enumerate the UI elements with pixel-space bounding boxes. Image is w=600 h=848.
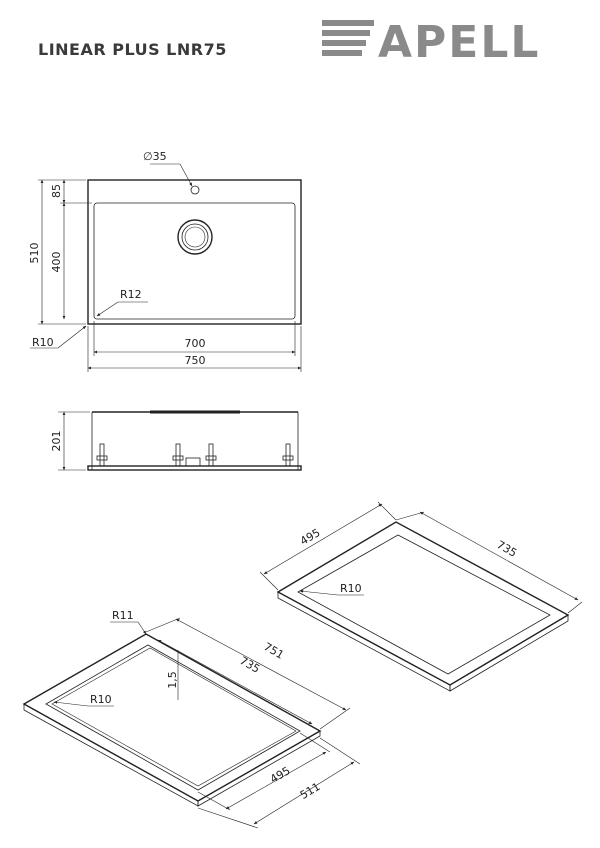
frame-right-isometric: 495 735 R10: [259, 501, 583, 692]
dim-overall-height: 510: [28, 243, 41, 264]
side-view: 201: [50, 410, 302, 471]
bowl-outline: [93, 202, 296, 320]
dim-depth: 201: [50, 431, 63, 452]
dim-outer-radius: R10: [32, 336, 54, 349]
page-title: LINEAR PLUS LNR75: [38, 40, 227, 59]
dim-frame-left-thickness: 1,5: [166, 671, 179, 689]
tap-hole: [190, 185, 200, 195]
top-view: ∅35 510 85 400 R12 R10 700 750: [28, 150, 302, 372]
dim-frame-right-width: 495: [298, 526, 323, 548]
frame-left-isometric: R11 751 735 1,5 R10 495 511: [22, 609, 361, 829]
dim-frame-right-radius: R10: [340, 582, 362, 595]
mounting-clips: [96, 443, 294, 467]
sink-outer-outline: [87, 179, 302, 325]
brand-logo: APELL: [322, 17, 540, 62]
dim-frame-left-outer-width: 511: [298, 780, 323, 802]
side-view-rim: [87, 465, 302, 471]
dim-frame-left-inner-length: 735: [237, 654, 262, 676]
dim-inner-radius: R12: [120, 288, 142, 301]
frame-left-inner: [45, 644, 301, 791]
dim-frame-left-radius-inner: R10: [90, 693, 112, 706]
dim-frame-left-radius-outer: R11: [112, 609, 134, 622]
drain-hole: [177, 219, 213, 255]
brand-logo-text: APELL: [378, 17, 540, 62]
dim-bowl-height: 400: [50, 252, 63, 273]
dim-frame-left-outer-length: 751: [261, 640, 286, 662]
dim-bowl-width: 700: [185, 337, 206, 350]
dim-drain-diameter: ∅35: [143, 150, 167, 163]
dim-frame-right-length: 735: [494, 538, 519, 560]
dim-overall-width: 750: [185, 354, 206, 367]
dim-frame-left-inner-width: 495: [268, 764, 293, 786]
dim-top-margin: 85: [50, 184, 63, 198]
